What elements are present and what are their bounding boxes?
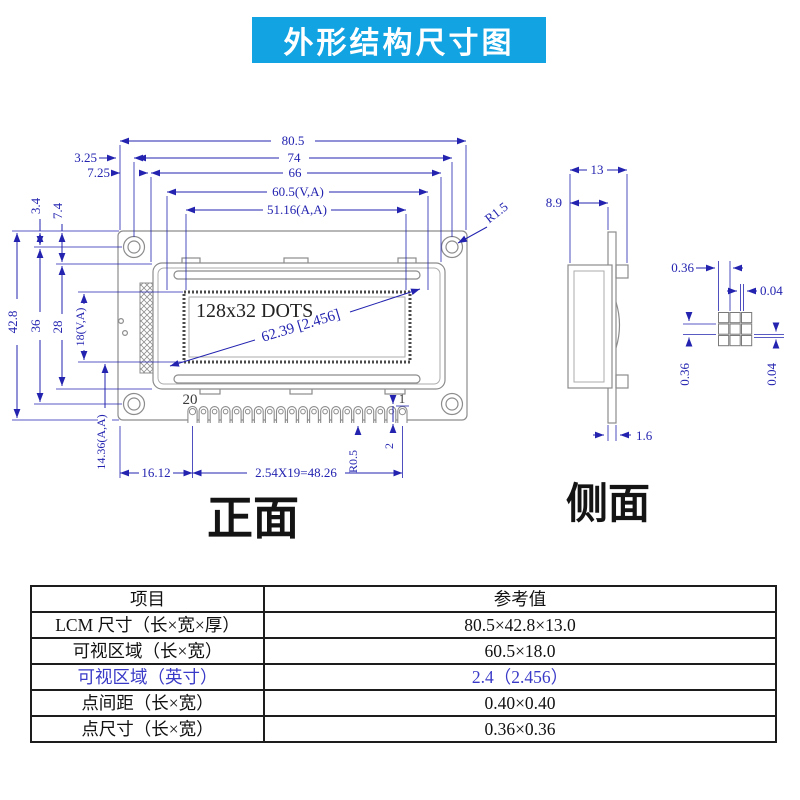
alignment-hole	[121, 330, 128, 337]
dim-view-area-width: 60.5(V,A)	[272, 184, 324, 199]
table-row: 点间距（长×宽） 0.40×0.40	[32, 689, 775, 715]
dim-overall-width: 80.5	[282, 133, 305, 148]
dot-pitch-detail: 0.36 0.04 0.36 0.04	[671, 260, 784, 386]
zebra-connector-strip	[117, 282, 154, 374]
dim-dot-gap-x: 0.04	[760, 283, 783, 298]
dim-pin-pitch: 2.54X19=48.26	[255, 465, 337, 480]
dim-active-area-height: 14.36(A,A)	[94, 414, 108, 469]
side-outline	[567, 231, 629, 424]
dim-bezel-height: 28	[50, 321, 65, 334]
table-header-row: 项目 参考值	[32, 587, 775, 611]
dot-extension-lines	[683, 261, 784, 338]
dim-active-area-width: 51.16(A,A)	[267, 202, 327, 217]
dimension-drawing: 128x32 DOTS 20 1	[5, 133, 784, 544]
row-item-lcm-size: LCM 尺寸（长×宽×厚）	[32, 613, 265, 637]
row-item-view-inch: 可视区域（英寸）	[32, 665, 265, 689]
pin-1-label: 1	[399, 391, 406, 406]
dim-pin-length: 2	[382, 443, 396, 449]
side-tab-top	[615, 264, 629, 279]
dim-pin-row-offset: 16.12	[141, 465, 170, 480]
dim-pcb-thickness: 1.6	[636, 428, 653, 443]
dim-hole-offset-y: 3.4	[28, 197, 43, 214]
row-value-dot-pitch: 0.40×0.40	[484, 693, 556, 713]
front-view: 128x32 DOTS 20 1	[5, 133, 511, 544]
side-frame	[567, 264, 613, 389]
side-tab-bottom	[615, 374, 629, 389]
display-resolution-label: 128x32 DOTS	[196, 300, 313, 322]
dim-bezel-width: 66	[289, 165, 303, 180]
display-window: 128x32 DOTS	[182, 290, 412, 364]
table-row: LCM 尺寸（长×宽×厚） 80.5×42.8×13.0	[32, 611, 775, 637]
side-extension-lines	[569, 174, 628, 441]
dim-hole-offset-x: 3.25	[74, 150, 97, 165]
front-dimensions: 80.5 74 3.25 66 7.25 60.5(V,A) 51.16(A	[5, 133, 511, 480]
dim-total-thickness: 13	[591, 162, 604, 177]
dim-view-area-height: 18(V,A)	[73, 308, 87, 347]
dim-dot-height: 0.36	[677, 363, 692, 386]
row-item-dot-pitch: 点间距（长×宽）	[32, 691, 265, 715]
alignment-hole	[117, 318, 124, 325]
pin-20-label: 20	[183, 392, 198, 408]
dim-hole-span-width: 74	[288, 150, 302, 165]
dim-corner-radius: R1.5	[482, 199, 511, 226]
row-value-dot-size: 0.36×0.36	[484, 719, 556, 739]
row-value-view-area: 60.5×18.0	[484, 641, 556, 661]
dim-dot-width: 0.36	[671, 260, 694, 275]
spec-table: 项目 参考值 LCM 尺寸（长×宽×厚） 80.5×42.8×13.0 可视区域…	[30, 585, 777, 743]
dim-bezel-offset-y: 7.4	[50, 202, 65, 219]
side-view-label: 侧面	[566, 480, 650, 527]
row-item-dot-size: 点尺寸（长×宽）	[32, 717, 265, 741]
table-row: 点尺寸（长×宽） 0.36×0.36	[32, 715, 775, 741]
front-view-label: 正面	[207, 492, 299, 544]
page-title: 外形结构尺寸图	[283, 27, 515, 60]
table-header-item: 项目	[32, 587, 265, 611]
extension-lines	[12, 145, 467, 478]
dim-dot-gap-y: 0.04	[764, 363, 779, 386]
row-value-view-inch: 2.4（2.456）	[471, 667, 569, 687]
dim-bezel-offset-x: 7.25	[87, 165, 110, 180]
bezel-top-slot	[173, 270, 421, 280]
side-dimensions: 13 8.9 1.6	[546, 162, 653, 443]
dim-body-thickness: 8.9	[546, 195, 562, 210]
dot-grid	[718, 312, 753, 347]
bezel-bottom-slot	[173, 374, 421, 384]
table-row-highlight: 可视区域（英寸） 2.4（2.456）	[32, 663, 775, 689]
row-item-view-area: 可视区域（长×宽）	[32, 639, 265, 663]
row-value-lcm-size: 80.5×42.8×13.0	[464, 615, 576, 635]
dim-hole-span-height: 36	[28, 319, 43, 333]
dot-dimensions: 0.36 0.04 0.36 0.04	[671, 260, 783, 386]
dim-overall-height: 42.8	[5, 311, 20, 334]
title-banner: 外形结构尺寸图	[252, 17, 546, 63]
table-header-value: 参考值	[493, 589, 547, 609]
dim-pin-hole-radius: R0.5	[346, 450, 360, 473]
side-pin-bump	[615, 301, 621, 349]
pin-header: 20 1	[183, 391, 408, 424]
side-view: 13 8.9 1.6 侧面	[546, 162, 653, 527]
table-row: 可视区域（长×宽） 60.5×18.0	[32, 637, 775, 663]
